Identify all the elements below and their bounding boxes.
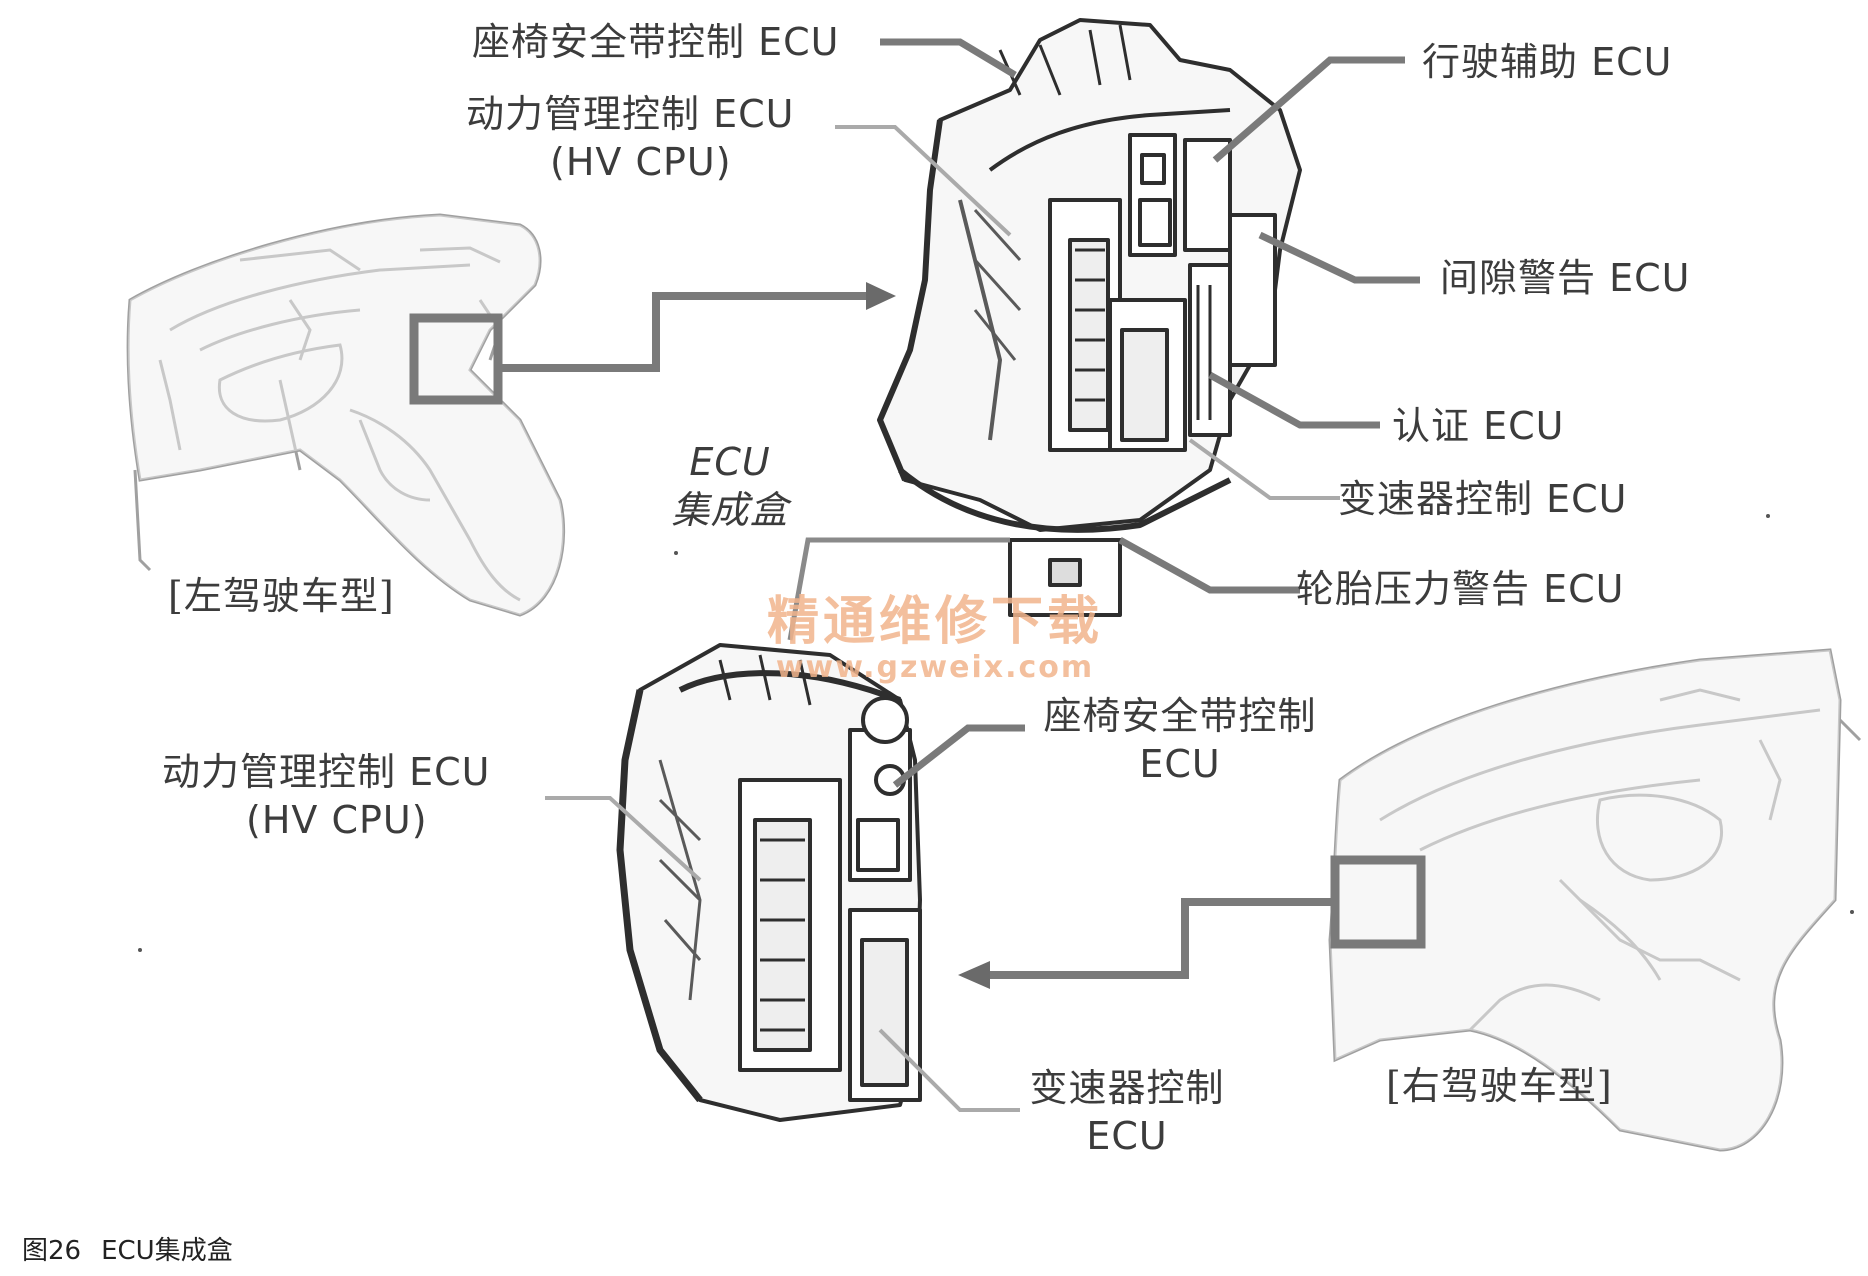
leader-power-mgmt-bottom xyxy=(545,796,702,882)
watermark-title: 精通维修下载 xyxy=(766,591,1103,652)
label-hv-cpu-bottom: (HV CPU) xyxy=(246,798,428,842)
label-tire-pressure-warning-ecu: 轮胎压力警告 ECU xyxy=(1296,567,1625,611)
upper-box-leader-lines xyxy=(835,38,1420,594)
rhd-connector-arrowhead xyxy=(958,961,990,989)
leader-transmission-top xyxy=(1188,438,1340,500)
label-certification-ecu: 认证 ECU xyxy=(1392,404,1565,448)
label-power-mgmt-ecu-bottom: 动力管理控制 ECU xyxy=(162,750,491,794)
label-drive-assist-ecu: 行驶辅助 ECU xyxy=(1422,40,1673,84)
label-seatbelt-control-bottom-line2: ECU xyxy=(1139,742,1221,786)
lhd-to-box-connector-line xyxy=(498,292,868,372)
rhd-dashboard-shading xyxy=(1330,650,1840,1150)
label-clearance-warning-ecu: 间隙警告 ECU xyxy=(1440,256,1691,300)
label-transmission-control-bottom-line2: ECU xyxy=(1086,1114,1168,1158)
lhd-location-highlight-box xyxy=(409,313,503,405)
label-ecu-junction-box-line1: ECU xyxy=(689,440,771,484)
rhd-to-box-connector-line xyxy=(990,898,1335,979)
leader-seatbelt-top xyxy=(880,38,1017,79)
label-transmission-control-ecu-top: 变速器控制 ECU xyxy=(1338,477,1628,521)
leader-certification xyxy=(1208,371,1380,429)
lower-box-leader-lines xyxy=(545,724,1025,1112)
leader-clearance-warning xyxy=(1258,231,1420,284)
lower-ecu-box-drawing xyxy=(616,643,922,1122)
label-seatbelt-control-bottom-line1: 座椅安全带控制 xyxy=(1043,694,1317,738)
leader-seatbelt-bottom xyxy=(892,724,1025,788)
label-hv-cpu-top: (HV CPU) xyxy=(550,140,732,184)
leader-power-mgmt-top xyxy=(835,125,1012,237)
upper-ecu-box-drawing xyxy=(877,18,1302,617)
figure-title: ECU集成盒 xyxy=(101,1236,233,1266)
lhd-connector-arrowhead xyxy=(866,282,896,310)
scan-speck-dots xyxy=(138,514,1854,952)
watermark-url: www.gzweix.com xyxy=(775,650,1095,685)
label-right-hand-drive-model: [右驾驶车型] xyxy=(1386,1064,1613,1108)
box-link-line xyxy=(787,537,1010,641)
label-transmission-control-bottom-line1: 变速器控制 xyxy=(1029,1066,1225,1110)
label-power-mgmt-ecu-top: 动力管理控制 ECU xyxy=(466,92,795,136)
label-seatbelt-control-ecu-top: 座椅安全带控制 ECU xyxy=(472,20,840,64)
lhd-dashboard-shading xyxy=(128,215,564,615)
leader-transmission-bottom xyxy=(878,1028,1020,1112)
figure-number: 图26 xyxy=(22,1236,82,1266)
leader-drive-assist xyxy=(1212,56,1405,163)
label-left-hand-drive-model: [左驾驶车型] xyxy=(168,574,395,618)
watermark: 精通维修下载 www.gzweix.com xyxy=(755,592,1115,684)
figure-caption: 图26 ECU集成盒 xyxy=(22,1236,233,1266)
leader-tire-pressure xyxy=(1118,536,1300,594)
label-ecu-junction-box-line2: 集成盒 xyxy=(671,488,789,532)
